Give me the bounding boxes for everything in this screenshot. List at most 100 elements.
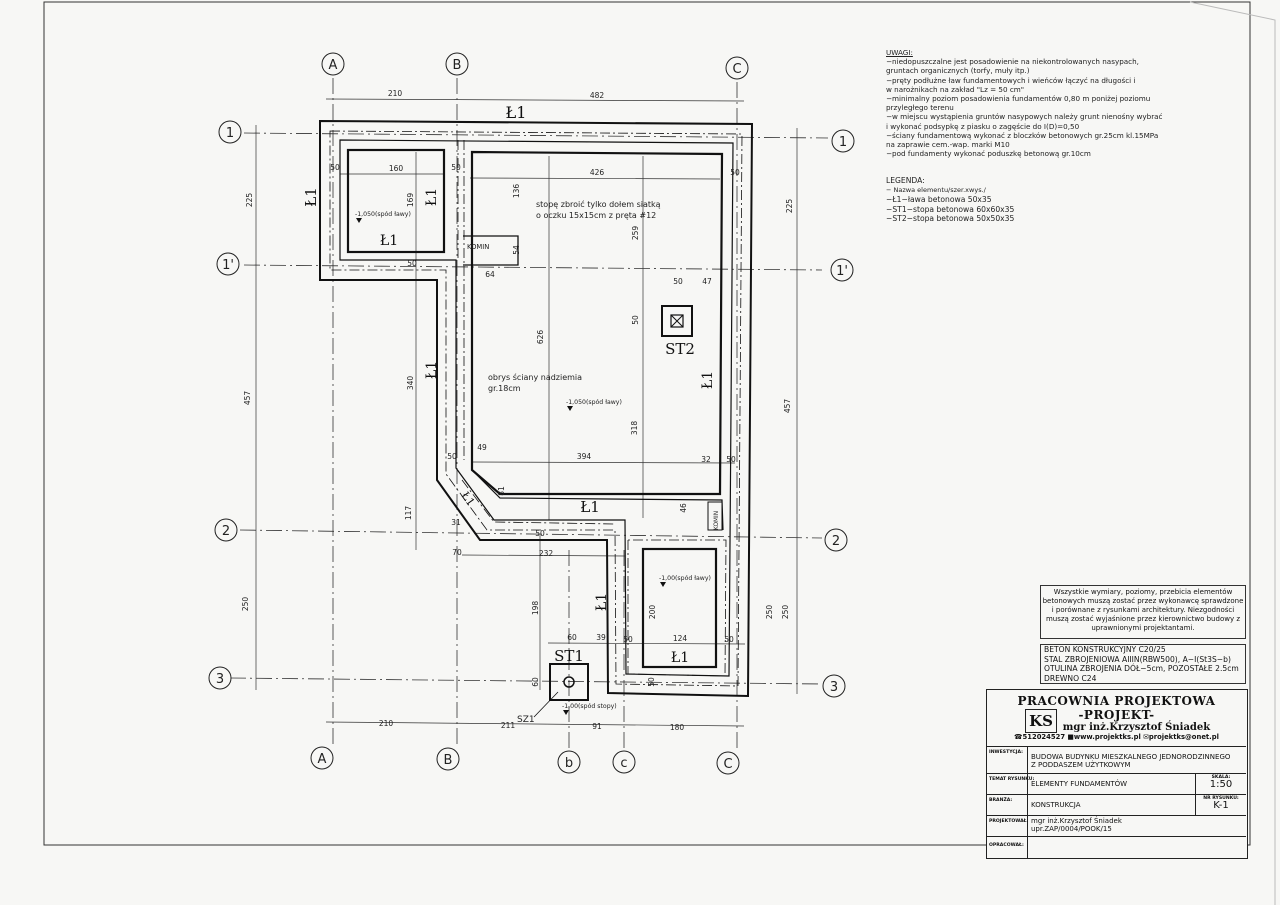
dim-70: 70: [452, 548, 462, 557]
verification-remark: Wszystkie wymiary, poziomy, przebicia el…: [1040, 585, 1246, 639]
st2-note-line2: o oczku 15x15cm z pręta #12: [536, 211, 656, 220]
dim-626: 626: [536, 330, 545, 345]
dim-394: 394: [577, 452, 592, 461]
dim-line-232: [461, 554, 626, 557]
axis-label-bottom-C: C: [723, 757, 732, 772]
st1-column-round: [563, 676, 575, 688]
dim-340: 340: [406, 376, 415, 391]
wall-centerline-diag: [461, 479, 616, 525]
legend-item: −Ł1−ława betonowa 50x35: [886, 195, 992, 205]
dim-wall-50-a: 50: [330, 163, 340, 172]
drawing-label: TEMAT RYSUNKU:: [989, 777, 1035, 782]
axis-label-right-2: 2: [832, 534, 840, 549]
wall-centerline-mid: [457, 140, 465, 460]
material-line: OTULINA ZBROJENIA DÓŁ−5cm, POZOSTAŁE 2.5…: [1044, 664, 1239, 674]
notes-line: −niedopuszczalne jest posadowienie na ni…: [886, 57, 1139, 67]
elevation-markers: [356, 218, 666, 715]
footing-st1: [533, 663, 589, 718]
axis-bubble-right-1p: [830, 258, 854, 282]
dim-bottom-180: 180: [670, 723, 685, 732]
row-checker: OPRACOWAŁ:: [987, 837, 1246, 857]
st2-outline: [661, 305, 693, 337]
dim-line-124: [547, 642, 746, 645]
dim-426: 426: [590, 168, 605, 177]
material-line: STAL ZBROJENIOWA AIIIN(RBW500), A−I(St3S…: [1044, 654, 1231, 664]
dim-right-225: 225: [785, 199, 794, 214]
elev-marker-2: [567, 406, 573, 411]
branch-label: BRANŻA:: [989, 798, 1013, 803]
dim-39: 39: [596, 633, 606, 642]
dim-wall-50-g: 50: [535, 529, 545, 538]
investment-line1: BUDOWA BUDYNKU MIESZKALNEGO JEDNORODZINN…: [1031, 753, 1231, 761]
dim-left-250: 250: [241, 597, 250, 612]
axis-bubble-right-2: [824, 528, 848, 552]
legend-item: −ST2−stopa betonowa 50x50x35: [886, 214, 1015, 224]
firm-contact: ☎512024527 ■www.projektks.pl ✉projektks@…: [1014, 733, 1219, 741]
investment-line2: Z PODDASZEM UŻYTKOWYM: [1031, 761, 1131, 770]
dim-50c: 50: [647, 677, 656, 687]
dim-232: 232: [539, 549, 554, 558]
title-block-divider: [1027, 747, 1028, 859]
dim-198: 198: [531, 601, 540, 616]
axis-label-left-1: 1: [226, 126, 234, 141]
label-st1: ST1: [554, 647, 584, 665]
dim-wall-50-i: 50: [724, 635, 734, 644]
material-line: BETON KONSTRUKCYJNY C20/25: [1044, 645, 1166, 654]
label-l1-bottom: Ł1: [580, 498, 600, 516]
axis-bubble-left-1: [218, 120, 242, 144]
label-komin-top: KOMIN: [467, 243, 489, 251]
branch-value: KONSTRUKCJA: [1031, 801, 1081, 809]
foundation-walls: [319, 119, 754, 698]
elev-large-room: -1,050(spód ławy): [566, 398, 622, 406]
elev-room2: -1,00(spód ławy): [659, 574, 711, 582]
scale-cell: SKALA: 1:50: [1195, 774, 1246, 794]
notes-line: −w miejscu wystąpienia gruntów nasypowyc…: [886, 112, 1163, 122]
axis-bubble-bottom-B: [436, 747, 460, 771]
dimension-lines: [255, 98, 798, 727]
axis-label-right-3: 3: [830, 680, 838, 695]
dimension-texts: 210 482 210 211 91 180 225 457 250 225 4…: [241, 89, 794, 732]
page-curl-shadow: [1189, 1, 1276, 905]
st2-column: [670, 314, 684, 328]
firm-header: PRACOWNIA PROJEKTOWA -PROJEKT- KS mgr in…: [987, 690, 1246, 747]
dim-right-250b: 250: [765, 605, 774, 620]
obrys-note-line1: obrys ściany nadziemia: [488, 372, 582, 382]
wall-outer-outline: [319, 119, 754, 698]
label-l1-top: Ł1: [506, 103, 527, 122]
dim-right-457: 457: [783, 399, 792, 414]
title-block: PRACOWNIA PROJEKTOWA -PROJEKT- KS mgr in…: [986, 689, 1248, 859]
axis-label-top-C: C: [732, 62, 741, 77]
label-l1-diag: Ł1: [458, 489, 477, 508]
number-value: K-1: [1213, 800, 1229, 811]
notes-line: −pod fundamenty wykonać poduszkę betonow…: [886, 149, 1091, 159]
dim-line-top: [325, 98, 745, 102]
room-pad-1: [346, 148, 446, 254]
dim-31: 31: [451, 518, 461, 527]
st2-note-line1: stopę zbroić tylko dołem siatką: [536, 199, 661, 209]
elev-st1: -1,00(spód stopy): [562, 702, 617, 710]
notes-line: gruntach organicznych (torfy, muły itp.): [886, 66, 1030, 76]
axis-bubble-right-3: [822, 674, 846, 698]
row-designer: PROJEKTOWAŁ: mgr inż.Krzysztof Śniadek u…: [987, 816, 1246, 837]
axis-label-left-2: 2: [222, 524, 230, 539]
materials-block: BETON KONSTRUKCYJNY C20/25 STAL ZBROJENI…: [1040, 644, 1246, 684]
number-cell: NR RYSUNKU: K-1: [1195, 795, 1246, 815]
st1-outline: [549, 663, 589, 701]
dim-left-225: 225: [245, 193, 254, 208]
annotation-texts: SZ1 KOMIN KOMIN -1,050(spód ławy) -1,050…: [355, 199, 720, 725]
designer-line2: upr.ZAP/0004/POOK/15: [1031, 825, 1112, 834]
dim-60: 60: [567, 633, 577, 642]
axis-line-1p: [243, 264, 823, 271]
axis-bubble-right-1: [831, 129, 855, 153]
axis-line-3: [229, 677, 823, 685]
designer-value: mgr inż.Krzysztof Śniadek upr.ZAP/0004/P…: [1031, 817, 1122, 834]
dim-line-426: [469, 177, 721, 180]
investment-label: INWESTYCJA:: [989, 750, 1023, 755]
dim-169: 169: [406, 193, 415, 208]
notes-line: przyległego terenu: [886, 103, 954, 113]
firm-name-line2: -PROJEKT-: [1078, 708, 1155, 722]
axis-label-bottom-A: A: [318, 752, 327, 767]
dim-117: 117: [404, 506, 413, 521]
dim-81: 81: [497, 486, 506, 496]
axis-label-right-1p: 1': [836, 264, 848, 279]
